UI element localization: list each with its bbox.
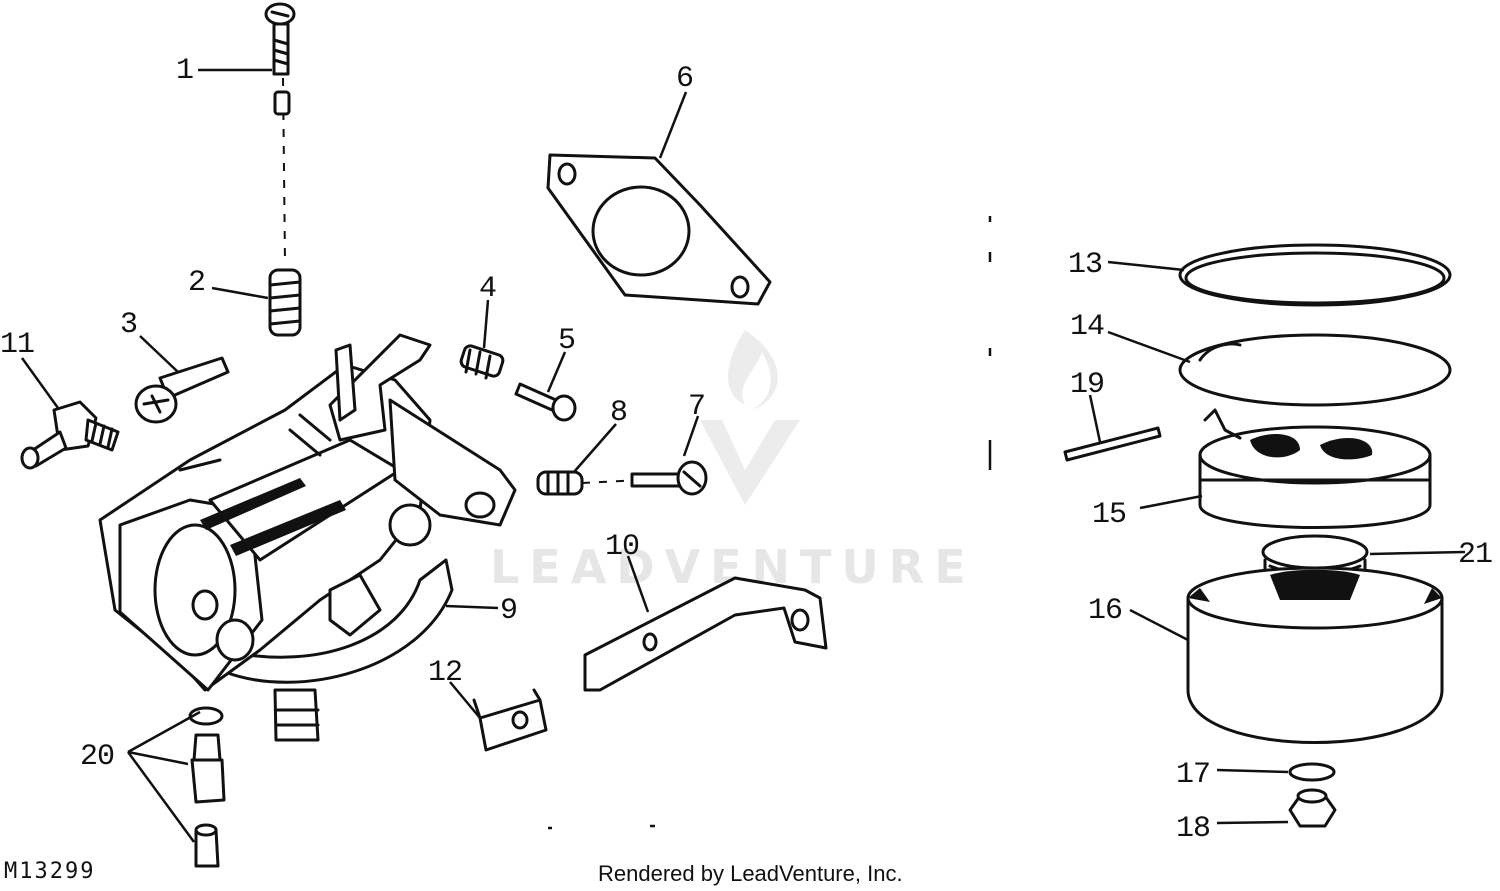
part-14-gasket — [1178, 333, 1452, 407]
label-3: 3 — [120, 308, 137, 342]
part-6-gasket — [546, 153, 772, 306]
label-15: 15 — [1092, 498, 1126, 532]
part-20-fittings — [188, 706, 226, 868]
carburetor-body — [98, 333, 517, 742]
watermark: LEADVENTURE — [490, 330, 966, 594]
label-18: 18 — [1176, 812, 1210, 846]
label-11: 11 — [0, 328, 34, 362]
part-19-pin — [1063, 426, 1162, 462]
footer-credit: Rendered by LeadVenture, Inc. — [598, 861, 903, 886]
leader-lines — [20, 68, 1466, 843]
label-16: 16 — [1088, 594, 1122, 628]
label-5: 5 — [558, 324, 575, 358]
label-10: 10 — [605, 530, 639, 564]
label-2: 2 — [188, 266, 205, 300]
watermark-flame-icon — [728, 330, 778, 410]
label-7: 7 — [688, 390, 705, 424]
part-13-ring — [1178, 243, 1452, 307]
part-5-screw — [514, 382, 577, 422]
label-14: 14 — [1070, 310, 1104, 344]
part-15-element — [1198, 408, 1432, 529]
part-1-screw — [264, 2, 296, 76]
part-4-spring — [459, 344, 505, 380]
label-9: 9 — [500, 594, 517, 628]
label-12: 12 — [428, 656, 462, 690]
watermark-v-icon — [700, 420, 800, 505]
part-3-needle — [134, 356, 230, 424]
label-17: 17 — [1176, 758, 1210, 792]
part-17-washer — [1288, 762, 1336, 782]
drawing-number: M13299 — [4, 859, 95, 884]
part-11-elbow-fitting — [20, 400, 120, 470]
label-13: 13 — [1068, 248, 1102, 282]
part-labels: 1 2 3 4 5 6 7 8 9 10 11 12 13 14 15 16 1… — [0, 54, 1493, 846]
part-12-clip — [472, 688, 548, 752]
part-7-screw — [630, 460, 708, 496]
label-21: 21 — [1458, 538, 1492, 572]
label-19: 19 — [1070, 368, 1104, 402]
marks — [548, 216, 992, 830]
label-20: 20 — [80, 740, 114, 774]
part-10-bracket — [583, 576, 828, 692]
part-8-spring — [536, 470, 641, 496]
label-1: 1 — [176, 54, 193, 88]
part-2-spring — [268, 77, 302, 337]
label-8: 8 — [610, 396, 627, 430]
part-18-nut — [1288, 788, 1337, 828]
part-16-housing — [1186, 566, 1444, 744]
label-4: 4 — [479, 272, 496, 306]
label-6: 6 — [676, 62, 693, 96]
